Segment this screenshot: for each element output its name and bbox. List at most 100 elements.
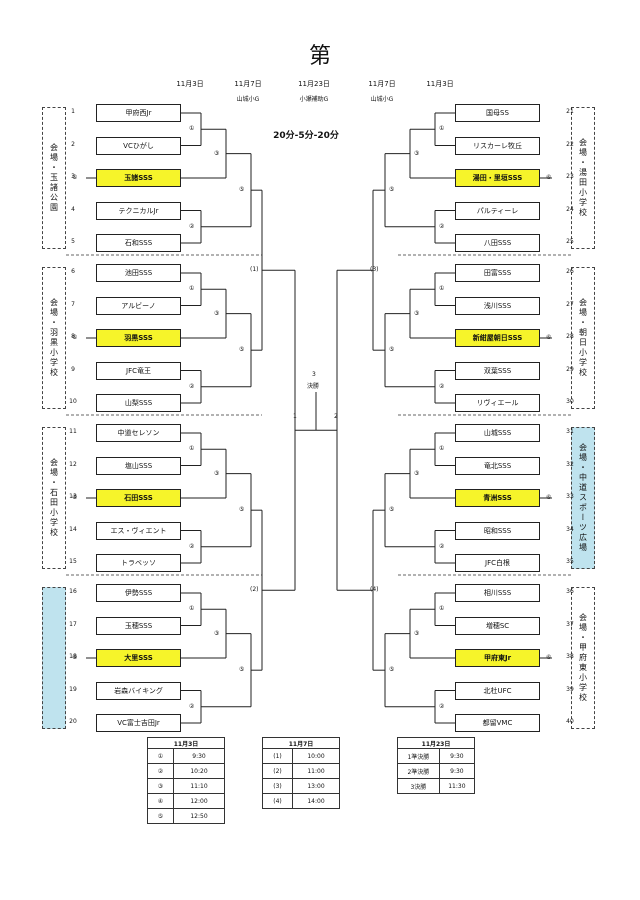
team-name: 玉穂SSS: [96, 616, 181, 635]
round-mark-2: ②: [189, 222, 195, 230]
team-number: 25: [566, 238, 574, 245]
round-mark-1: ①: [189, 605, 195, 613]
round-mark-2: ②: [439, 542, 445, 550]
team-name: 甲府東Jr: [455, 649, 540, 667]
round-mark-5: ⑤: [389, 506, 395, 514]
team-name: アルビーノ: [96, 296, 181, 315]
round-mark-3: ③: [414, 149, 420, 157]
team-name: 八田SSS: [455, 234, 540, 252]
seed-mark: ⑥: [546, 334, 552, 341]
match-label: ①: [147, 748, 174, 764]
round-mark-1: ①: [189, 285, 195, 293]
team-name: 湯田・里垣SSS: [455, 169, 540, 187]
venue-label: 会場・朝日小学校: [571, 267, 595, 409]
match-time: 13:00: [291, 778, 341, 794]
team-name: リヴィエール: [455, 394, 540, 412]
team-name: 浅川SSS: [455, 296, 540, 315]
date-header: 11月7日: [368, 80, 396, 88]
team-name: トラベッソ: [96, 554, 181, 572]
team-name: 甲府西Jr: [96, 104, 181, 122]
team-number: 35: [566, 558, 574, 565]
team-number: 26: [566, 268, 574, 275]
venue-label: 会場・玉諸公園: [42, 107, 66, 249]
team-name: VCひがし: [96, 136, 181, 155]
team-name: 北杜UFC: [455, 681, 540, 700]
team-name: 山梨SSS: [96, 394, 181, 412]
schedule-header: 11月23日: [397, 737, 475, 749]
team-number: 16: [69, 588, 77, 595]
match-time: 12:50: [173, 808, 225, 824]
match-time: 9:30: [438, 748, 476, 764]
team-number: 11: [69, 428, 77, 435]
team-number: 23: [566, 173, 574, 180]
team-number: 31: [566, 428, 574, 435]
team-name: 新紺屋朝日SSS: [455, 329, 540, 347]
team-name: 玉諸SSS: [96, 169, 181, 187]
page-title: 第: [308, 44, 331, 69]
team-number: 19: [69, 685, 77, 693]
round-mark-1: ①: [439, 125, 445, 133]
team-number: 22: [566, 140, 574, 148]
team-number: 40: [566, 718, 574, 725]
team-name: 中道セレソン: [96, 424, 181, 442]
team-number: 1: [71, 108, 75, 115]
schedule-header: 11月7日: [262, 737, 340, 749]
seed-mark: ⑥: [72, 494, 78, 501]
team-name: エス・ヴィエント: [96, 521, 181, 540]
date-header: 11月3日: [176, 80, 204, 88]
team-number: 18: [69, 653, 77, 660]
match-label: 2準決勝: [397, 763, 440, 779]
date-header: 11月7日: [234, 80, 262, 88]
round-mark-7th: (2): [250, 586, 259, 594]
team-name: 都留VMC: [455, 714, 540, 732]
team-name: 羽黒SSS: [96, 329, 181, 347]
team-name: 増穂SC: [455, 616, 540, 635]
venue-label: 会場・甲府東小学校: [571, 587, 595, 729]
schedule-header: 11月3日: [147, 737, 225, 749]
team-number: 30: [566, 398, 574, 405]
match-time: 9:30: [438, 763, 476, 779]
match-time: 9:30: [173, 748, 225, 764]
match-label: ⑤: [147, 808, 174, 824]
match-time: 11:00: [291, 763, 341, 779]
team-number: 38: [566, 653, 574, 660]
team-name: VC富士吉田Jr: [96, 714, 181, 732]
round-mark-1: ①: [439, 605, 445, 613]
date-venue: 山城小G: [236, 96, 260, 103]
team-name: 竜北SSS: [455, 456, 540, 475]
match-label: ②: [147, 763, 174, 779]
team-number: 5: [71, 238, 75, 245]
match-label: (1): [262, 748, 293, 764]
team-name: 石田SSS: [96, 489, 181, 507]
schedule-row: (3)13:00: [262, 778, 341, 794]
round-mark-5: ⑤: [239, 346, 245, 354]
seed-mark: ⑥: [72, 174, 78, 181]
team-number: 7: [71, 300, 75, 308]
team-name: 池田SSS: [96, 264, 181, 282]
round-mark-7th: (1): [250, 266, 259, 274]
team-name: 田富SSS: [455, 264, 540, 282]
seed-mark: ⑥: [72, 334, 78, 341]
team-name: 双葉SSS: [455, 361, 540, 380]
team-name: テクニカルJr: [96, 201, 181, 220]
match-label: (2): [262, 763, 293, 779]
seed-mark: ⑥: [546, 654, 552, 661]
team-number: 24: [566, 205, 574, 213]
round-mark-2: ②: [189, 382, 195, 390]
team-name: リスカーレ牧丘: [455, 136, 540, 155]
match-label: (4): [262, 793, 293, 809]
team-number: 2: [71, 140, 75, 148]
venue-label: 会場・湯田小学校: [571, 107, 595, 249]
round-mark-3: ③: [214, 629, 220, 637]
round-mark-1: ①: [189, 125, 195, 133]
round-mark-3: ③: [414, 309, 420, 317]
team-name: 昭和SSS: [455, 521, 540, 540]
seed-mark: ⑥: [72, 654, 78, 661]
round-mark-5: ⑤: [389, 346, 395, 354]
match-label: 3決勝: [397, 778, 440, 794]
